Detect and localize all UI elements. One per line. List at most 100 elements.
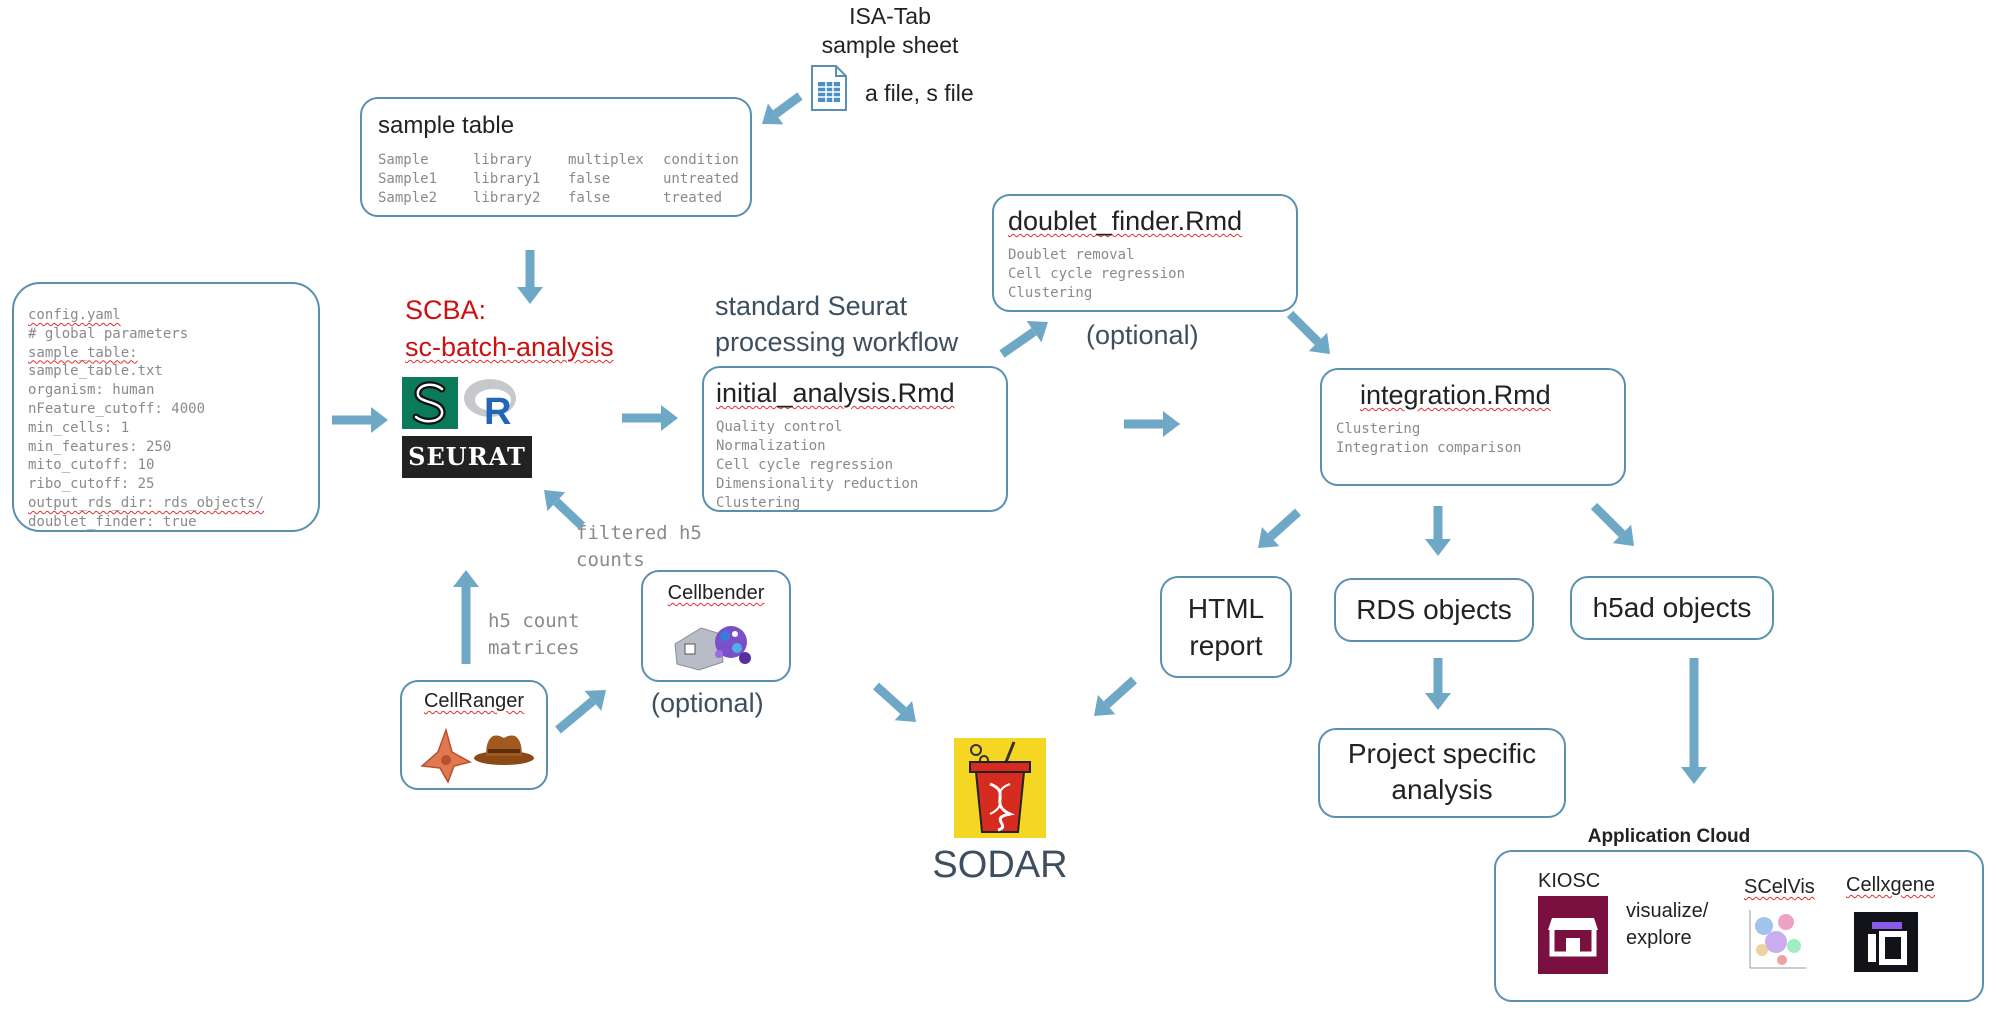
isa-files-label: a file, s file xyxy=(865,80,974,106)
arrow-cellranger-to-cellbender-head xyxy=(584,690,606,711)
seurat-workflow-label: standard Seurat processing workflow xyxy=(715,288,958,360)
config-line: min_features: 250 xyxy=(28,438,172,455)
config-line: nFeature_cutoff: 4000 xyxy=(28,400,206,417)
arrow-sample-table-to-scba xyxy=(517,250,543,304)
arrow-integration-to-h5ad xyxy=(1590,502,1634,546)
sample-table-cell: untreated xyxy=(663,171,739,187)
sample-table-cell: false xyxy=(568,171,611,187)
cellbender-optional: (optional) xyxy=(651,688,764,718)
arrow-cellranger-to-scba-head xyxy=(453,570,479,587)
cellranger-box: CellRanger xyxy=(400,680,548,790)
visualize-label: visualize/ explore xyxy=(1626,898,1708,952)
doublet-finder-step: Cell cycle regression xyxy=(1008,266,1186,282)
sample-table-cell: library2 xyxy=(473,190,541,206)
config-line: config.yaml xyxy=(28,307,121,323)
sample-table-cell: library1 xyxy=(473,171,541,187)
filtered-h5-line: filtered h5 xyxy=(576,522,702,544)
cellxgene-label: Cellxgene xyxy=(1846,874,1935,896)
html-report-line: report xyxy=(1189,630,1263,661)
arrow-doublet-to-integration-head xyxy=(1308,332,1330,354)
sample-table-header-cell: multiplex xyxy=(568,152,644,168)
doublet-finder-step: Clustering xyxy=(1008,285,1093,301)
kiosc-store-icon xyxy=(1538,896,1608,974)
arrow-initial-to-integration xyxy=(1124,411,1180,437)
arrow-cellranger-to-cellbender xyxy=(555,690,606,734)
sample-table-cell: Sample2 xyxy=(378,190,438,206)
h5-count-line: matrices xyxy=(488,637,580,659)
r-logo-letter: R xyxy=(484,391,511,428)
arrow-cellbender-to-sodar-head xyxy=(894,700,916,722)
seurat-workflow-line: processing workflow xyxy=(715,327,959,357)
arrow-cellbender-to-sodar-shaft xyxy=(872,682,907,714)
sample-table-title: sample table xyxy=(378,112,515,139)
cellbender-title: Cellbender xyxy=(667,582,765,604)
arrow-doublet-to-integration-shaft xyxy=(1286,310,1322,346)
isa-tab-label: ISA-Tab sample sheet xyxy=(790,2,990,60)
project-analysis-label: Project specific analysis xyxy=(1320,736,1564,808)
snakemake-icon xyxy=(402,377,458,429)
application-cloud-title: Application Cloud xyxy=(1494,826,1994,848)
initial-analysis-step: Clustering xyxy=(716,495,801,511)
h5ad-objects-box: h5ad objects xyxy=(1570,576,1774,640)
project-analysis-line: analysis xyxy=(1391,774,1493,805)
arrow-integration-to-html xyxy=(1258,508,1302,548)
initial-analysis-step: Dimensionality reduction xyxy=(716,476,919,492)
initial-analysis-title: initial_analysis.Rmd xyxy=(716,378,955,408)
initial-analysis-step: Quality control xyxy=(716,419,843,435)
config-line: # global parameters xyxy=(28,325,189,342)
initial-analysis-steps: Quality control Normalization Cell cycle… xyxy=(716,418,918,513)
rds-objects-label: RDS objects xyxy=(1356,594,1512,625)
arrow-integration-to-h5ad-head xyxy=(1612,524,1634,546)
application-cloud-title-text: Application Cloud xyxy=(1587,826,1751,847)
config-yaml-content: config.yaml # global parameters sample_t… xyxy=(28,306,264,532)
integration-box: integration.Rmd Clustering Integration c… xyxy=(1320,368,1626,486)
doublet-finder-steps: Doublet removal Cell cycle regression Cl… xyxy=(1008,246,1185,303)
arrow-filtered-to-scba xyxy=(544,490,586,530)
kiosc-label: KIOSC xyxy=(1538,870,1601,892)
visualize-line: visualize/ xyxy=(1626,900,1709,922)
config-line: sample_table.txt xyxy=(28,363,163,380)
sodar-cup-icon xyxy=(954,738,1046,838)
arrow-h5ad-to-cloud-head xyxy=(1681,767,1707,784)
config-line: sample_table: xyxy=(28,344,138,361)
cellranger-cowboy-icon xyxy=(420,727,534,784)
visualize-line: explore xyxy=(1626,927,1692,949)
arrow-html-to-sodar-head xyxy=(1094,694,1116,716)
html-report-box: HTML report xyxy=(1160,576,1292,678)
arrow-scba-to-initial-head xyxy=(661,405,678,431)
integration-step: Clustering xyxy=(1336,421,1421,437)
arrow-isa-to-sample-table-shaft xyxy=(773,92,803,118)
project-analysis-line: Project specific xyxy=(1347,738,1537,769)
sample-table-header-cell: library xyxy=(473,152,533,168)
arrow-filtered-to-scba-shaft xyxy=(553,498,586,530)
arrow-cellranger-to-cellbender-shaft xyxy=(555,697,596,734)
arrow-initial-to-doublet-head xyxy=(1026,321,1048,343)
arrow-isa-to-sample-table xyxy=(762,92,803,125)
config-yaml-box: config.yaml # global parameters sample_t… xyxy=(12,282,320,532)
arrow-h5ad-to-cloud xyxy=(1681,658,1707,784)
r-logo-icon: R xyxy=(464,379,516,428)
arrow-filtered-to-scba-head xyxy=(544,490,566,512)
arrow-html-to-sodar-shaft xyxy=(1103,676,1138,708)
cellranger-title: CellRanger xyxy=(423,690,525,712)
sodar-label: SODAR xyxy=(932,844,1068,886)
html-report-line: HTML xyxy=(1187,593,1265,624)
arrow-integration-to-html-shaft xyxy=(1267,508,1302,540)
rds-objects-box: RDS objects xyxy=(1334,578,1534,642)
seurat-workflow-line: standard Seurat xyxy=(715,291,908,321)
arrow-initial-to-doublet xyxy=(999,321,1048,358)
integration-steps: Clustering Integration comparison xyxy=(1336,420,1521,458)
arrow-rds-to-project-head xyxy=(1425,693,1451,710)
config-line: output_rds_dir: rds_objects/ xyxy=(28,494,265,511)
h5-count-label: h5 count matrices xyxy=(488,608,580,662)
integration-title: integration.Rmd xyxy=(1360,380,1551,410)
application-cloud-box: KIOSC visualize/ explore SCelVis Cellxge… xyxy=(1494,850,1984,1002)
sample-table-cell: Sample1 xyxy=(378,171,438,187)
sample-table-box: sample table Sample library multiplex co… xyxy=(360,97,752,217)
arrow-config-to-scba xyxy=(332,407,388,433)
scba-title: SCBA: sc-batch-analysis xyxy=(405,292,614,366)
cellxgene-icon xyxy=(1854,912,1918,972)
scelvis-label: SCelVis xyxy=(1744,876,1815,898)
arrow-config-to-scba-head xyxy=(371,407,388,433)
arrow-integration-to-html-head xyxy=(1258,526,1280,548)
